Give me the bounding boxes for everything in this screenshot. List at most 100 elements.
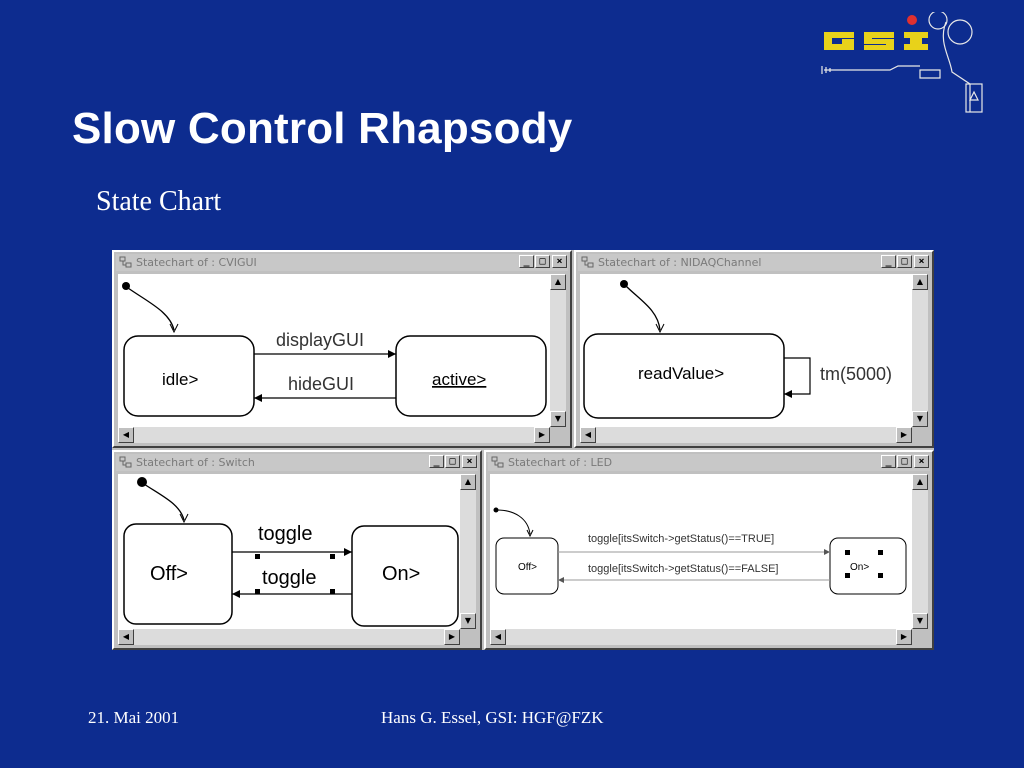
state-active[interactable] <box>395 335 547 417</box>
scroll-down-button[interactable]: ▼ <box>912 411 928 427</box>
scroll-up-button[interactable]: ▲ <box>460 474 476 490</box>
scroll-left-button[interactable]: ◀ <box>490 629 506 645</box>
close-button[interactable]: × <box>914 255 929 268</box>
selection-handle[interactable] <box>845 573 850 578</box>
state-label: On> <box>382 563 420 585</box>
statechart-window-icon <box>491 456 504 468</box>
state-on[interactable] <box>351 525 459 627</box>
selection-handle[interactable] <box>878 573 883 578</box>
close-button[interactable]: × <box>552 255 567 268</box>
statechart-window-icon <box>119 456 132 468</box>
diagram-canvas[interactable]: readValue> tm(5000) <box>580 274 912 427</box>
scroll-right-button[interactable]: ▶ <box>534 427 550 443</box>
statechart-window-icon <box>119 256 132 268</box>
vertical-scrollbar[interactable]: ▲ ▼ <box>460 474 476 629</box>
maximize-button[interactable]: □ <box>897 455 912 468</box>
gsi-logo <box>820 10 990 117</box>
transition-label: toggle[itsSwitch->getStatus()==FALSE] <box>588 563 778 575</box>
scroll-left-button[interactable]: ◀ <box>118 629 134 645</box>
maximize-button[interactable]: □ <box>897 255 912 268</box>
scroll-right-button[interactable]: ▶ <box>896 629 912 645</box>
statechart-window-icon <box>581 256 594 268</box>
close-button[interactable]: × <box>462 455 477 468</box>
scroll-down-button[interactable]: ▼ <box>912 613 928 629</box>
horizontal-scrollbar[interactable]: ◀ ▶ <box>490 629 912 645</box>
diagram-svg: Off> On> toggle[itsSwitch->getStatus()==… <box>493 507 907 595</box>
scroll-down-button[interactable]: ▼ <box>550 411 566 427</box>
horizontal-scrollbar[interactable]: ◀ ▶ <box>118 427 550 443</box>
diagram-svg: Off> On> toggle toggle <box>123 477 459 627</box>
statechart-window-switch: Statechart of : Switch _ □ × Off> On> to… <box>112 450 482 650</box>
minimize-button[interactable]: _ <box>429 455 444 468</box>
window-title: Statechart of : LED <box>508 456 613 469</box>
selection-handle[interactable] <box>330 589 335 594</box>
diagram-canvas[interactable]: Off> On> toggle[itsSwitch->getStatus()==… <box>490 474 912 629</box>
minimize-button[interactable]: _ <box>881 455 896 468</box>
transition-label: toggle <box>258 523 313 545</box>
slide-title: Slow Control Rhapsody <box>72 104 573 153</box>
diagram-svg: readValue> tm(5000) <box>583 280 892 419</box>
self-transition-arrow[interactable] <box>784 357 811 395</box>
state-idle[interactable] <box>123 335 255 417</box>
horizontal-scrollbar[interactable]: ◀ ▶ <box>118 629 460 645</box>
initial-transition-arrow <box>496 509 531 535</box>
minimize-button[interactable]: _ <box>519 255 534 268</box>
transition-label: toggle[itsSwitch->getStatus()==TRUE] <box>588 533 774 545</box>
minimize-button[interactable]: _ <box>881 255 896 268</box>
maximize-button[interactable]: □ <box>445 455 460 468</box>
close-button[interactable]: × <box>914 455 929 468</box>
horizontal-scrollbar[interactable]: ◀ ▶ <box>580 427 912 443</box>
initial-transition-arrow <box>127 287 175 331</box>
resize-grip[interactable] <box>460 629 474 643</box>
statechart-panels: Statechart of : CVIGUI _ □ × idle> activ… <box>112 250 934 650</box>
window-title: Statechart of : CVIGUI <box>136 256 257 269</box>
statechart-window-led: Statechart of : LED _ □ × Off> On> <box>484 450 934 650</box>
vertical-scrollbar[interactable]: ▲ ▼ <box>912 274 928 427</box>
selection-handle[interactable] <box>878 550 883 555</box>
resize-grip[interactable] <box>912 629 926 643</box>
diagram-svg: idle> active> displayGUI hideGUI <box>122 282 547 417</box>
scroll-right-button[interactable]: ▶ <box>444 629 460 645</box>
selection-handle[interactable] <box>330 554 335 559</box>
statechart-window-nidaqchannel: Statechart of : NIDAQChannel _ □ × readV… <box>574 250 934 448</box>
initial-transition-arrow <box>143 483 185 521</box>
window-titlebar[interactable]: Statechart of : NIDAQChannel _ □ × <box>578 254 930 271</box>
maximize-button[interactable]: □ <box>535 255 550 268</box>
scroll-left-button[interactable]: ◀ <box>118 427 134 443</box>
gsi-logo-icon <box>821 10 983 113</box>
footer-date: 21. Mai 2001 <box>88 708 180 727</box>
window-titlebar[interactable]: Statechart of : CVIGUI _ □ × <box>116 254 568 271</box>
state-label: Off> <box>518 562 537 573</box>
resize-grip[interactable] <box>912 427 926 441</box>
scroll-up-button[interactable]: ▲ <box>550 274 566 290</box>
selection-handle[interactable] <box>845 550 850 555</box>
window-titlebar[interactable]: Statechart of : Switch _ □ × <box>116 454 478 471</box>
scroll-down-button[interactable]: ▼ <box>460 613 476 629</box>
window-titlebar[interactable]: Statechart of : LED _ □ × <box>488 454 930 471</box>
initial-state-dot <box>493 507 499 513</box>
state-off[interactable] <box>123 523 233 625</box>
statechart-window-cvigui: Statechart of : CVIGUI _ □ × idle> activ… <box>112 250 572 448</box>
state-label: idle> <box>162 370 198 389</box>
scroll-up-button[interactable]: ▲ <box>912 274 928 290</box>
resize-grip[interactable] <box>550 427 564 441</box>
diagram-canvas[interactable]: Off> On> toggle toggle <box>118 474 460 629</box>
transition-label: hideGUI <box>288 374 354 394</box>
initial-transition-arrow <box>625 285 661 331</box>
transition-label: displayGUI <box>276 330 364 350</box>
scroll-right-button[interactable]: ▶ <box>896 427 912 443</box>
state-off[interactable] <box>495 537 559 595</box>
transition-label: toggle <box>262 567 317 589</box>
vertical-scrollbar[interactable]: ▲ ▼ <box>550 274 566 427</box>
selection-handle[interactable] <box>255 589 260 594</box>
state-readvalue[interactable] <box>583 333 785 419</box>
scroll-up-button[interactable]: ▲ <box>912 474 928 490</box>
scroll-left-button[interactable]: ◀ <box>580 427 596 443</box>
state-label: On> <box>850 562 869 573</box>
vertical-scrollbar[interactable]: ▲ ▼ <box>912 474 928 629</box>
transition-label: tm(5000) <box>820 364 892 384</box>
diagram-canvas[interactable]: idle> active> displayGUI hideGUI <box>118 274 550 427</box>
window-title: Statechart of : Switch <box>136 456 255 469</box>
selection-handle[interactable] <box>255 554 260 559</box>
footer-author: Hans G. Essel, GSI: HGF@FZK <box>381 708 604 727</box>
